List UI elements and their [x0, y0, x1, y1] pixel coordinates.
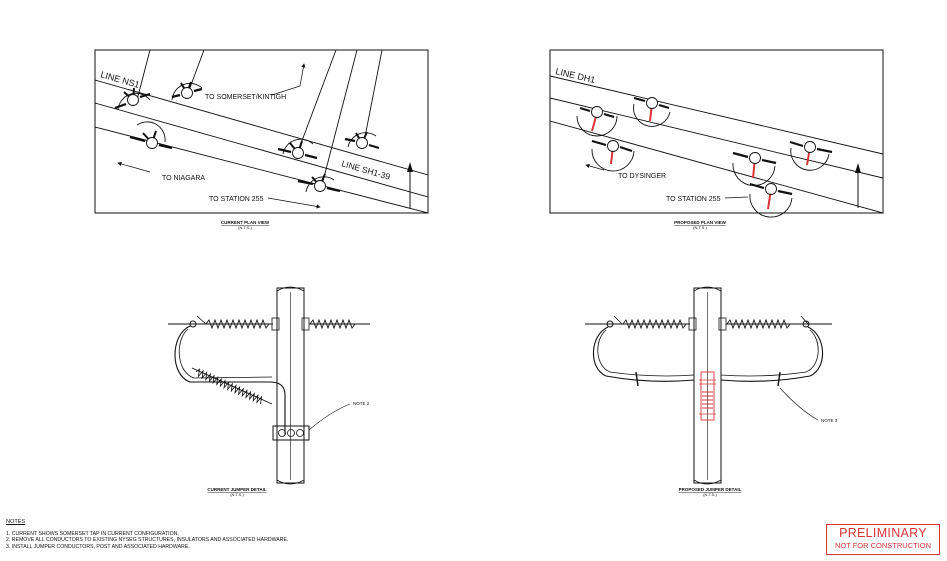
spacer: [777, 371, 781, 387]
structure: [749, 182, 793, 218]
direction-arrow: [117, 161, 151, 173]
proposed-plan-view: LINE DH1 TO DYSINGER TO STATION 255 PROP…: [549, 49, 884, 230]
jumper-conductor: [720, 329, 819, 377]
direction-arrow: [585, 163, 605, 171]
note-leader: [308, 403, 351, 431]
tap-line: [299, 50, 337, 147]
stamp-line-1: PRELIMINARY: [839, 526, 927, 540]
line-ns1-conductor: [95, 102, 428, 198]
structure: [114, 87, 151, 111]
jumper-clamp: [800, 315, 809, 325]
current-plan-frame: [94, 49, 429, 214]
current-plan-view: LINE NS1 TO SOMERSET/KINTIGH LINE SH1-39…: [94, 49, 429, 230]
direction-arrow: [267, 197, 321, 209]
insulator-string: [622, 318, 687, 330]
line-sh1-label: LINE SH1-39: [340, 158, 391, 181]
note-item: 3. INSTALL JUMPER CONDUCTORS, POST AND A…: [6, 543, 190, 550]
new-post-insulator: [699, 371, 716, 421]
direction-arrow: [299, 63, 306, 87]
to-station-label: TO STATION 255: [666, 196, 721, 203]
proposed-plan-scale: (N.T.S.): [693, 225, 707, 230]
to-niagara-label: TO NIAGARA: [162, 175, 205, 182]
line-dh1-conductor: [550, 75, 883, 155]
proposed-plan-frame: [549, 49, 884, 214]
to-somerset-label: TO SOMERSET/KINTIGH: [205, 94, 286, 101]
note-item: 2. REMOVE ALL CONDUCTORS TO EXISTING NYS…: [6, 537, 289, 544]
note-leader: [779, 387, 819, 421]
jumper-clamp: [613, 315, 623, 325]
line-dh1-conductor: [550, 120, 883, 213]
insulator-string: [195, 368, 263, 405]
current-jumper-caption: CURRENT JUMPER DETAIL: [207, 487, 266, 492]
proposed-jumper-detail: NOTE 3 PROPOSED JUMPER DETAIL (N.T.S.): [585, 286, 838, 497]
north-arrow: [407, 162, 413, 208]
structure: [576, 106, 618, 137]
proposed-jumper-caption: PROPOSED JUMPER DETAIL: [679, 487, 742, 492]
jumper-conductor: [597, 329, 695, 377]
north-arrow: [855, 163, 861, 208]
current-jumper-scale: (N.T.S.): [230, 492, 244, 497]
connector: [189, 320, 197, 328]
notes-heading: NOTES: [6, 519, 26, 525]
structure: [344, 131, 380, 150]
jumper-conductor: [592, 326, 695, 382]
jumper-conductor: [178, 328, 273, 379]
insulator-string: [309, 318, 356, 330]
jumper-conductor: [720, 326, 824, 382]
spacer: [635, 371, 639, 387]
connector: [606, 320, 614, 328]
connector-block: [272, 425, 310, 441]
current-plan-caption: CURRENT PLAN VIEW: [221, 220, 270, 225]
tap-line: [321, 50, 358, 186]
structure: [591, 139, 635, 172]
proposed-plan-caption: PROPOSED PLAN VIEW: [674, 220, 727, 225]
insulator-string: [205, 318, 270, 330]
structure: [633, 96, 671, 127]
line-ns1-conductor: [95, 79, 428, 176]
leader-line: [724, 196, 749, 199]
leader-line: [271, 85, 301, 96]
current-plan-scale: (N.T.S.): [238, 225, 252, 230]
proposed-jumper-scale: (N.T.S.): [703, 492, 717, 497]
structure: [732, 151, 777, 186]
stamp-line-2: NOT FOR CONSTRUCTION: [834, 541, 932, 550]
bracket: [301, 317, 310, 331]
line-dh1-conductor: [550, 97, 883, 179]
structure: [297, 173, 341, 193]
note-item: 1. CURRENT SHOWS SOMERSET TAP IN CURRENT…: [6, 531, 179, 538]
jumper-clamp: [196, 315, 207, 325]
notes-block: NOTES 1. CURRENT SHOWS SOMERSET TAP IN C…: [6, 519, 288, 550]
bracket: [271, 317, 280, 331]
to-station-label: TO STATION 255: [209, 196, 264, 203]
jumper-conductor: [174, 325, 286, 435]
connector: [802, 320, 810, 328]
bracket: [688, 317, 697, 331]
pole: [693, 286, 722, 485]
tap-line: [363, 50, 383, 143]
bracket: [718, 317, 727, 331]
to-dysinger-label: TO DYSINGER: [618, 173, 666, 180]
structure: [129, 121, 173, 150]
note-2-label: NOTE 2: [353, 401, 370, 406]
tap-line: [136, 50, 151, 101]
pole: [276, 286, 305, 485]
structure: [171, 81, 203, 101]
structure: [789, 140, 833, 171]
insulator-string: [726, 318, 791, 330]
note-3-label: NOTE 3: [821, 418, 838, 423]
preliminary-stamp: PRELIMINARY NOT FOR CONSTRUCTION: [826, 524, 940, 555]
current-jumper-detail: NOTE 2 CURRENT JUMPER DETAIL (N.T.S.): [168, 286, 370, 497]
structure: [277, 138, 318, 160]
